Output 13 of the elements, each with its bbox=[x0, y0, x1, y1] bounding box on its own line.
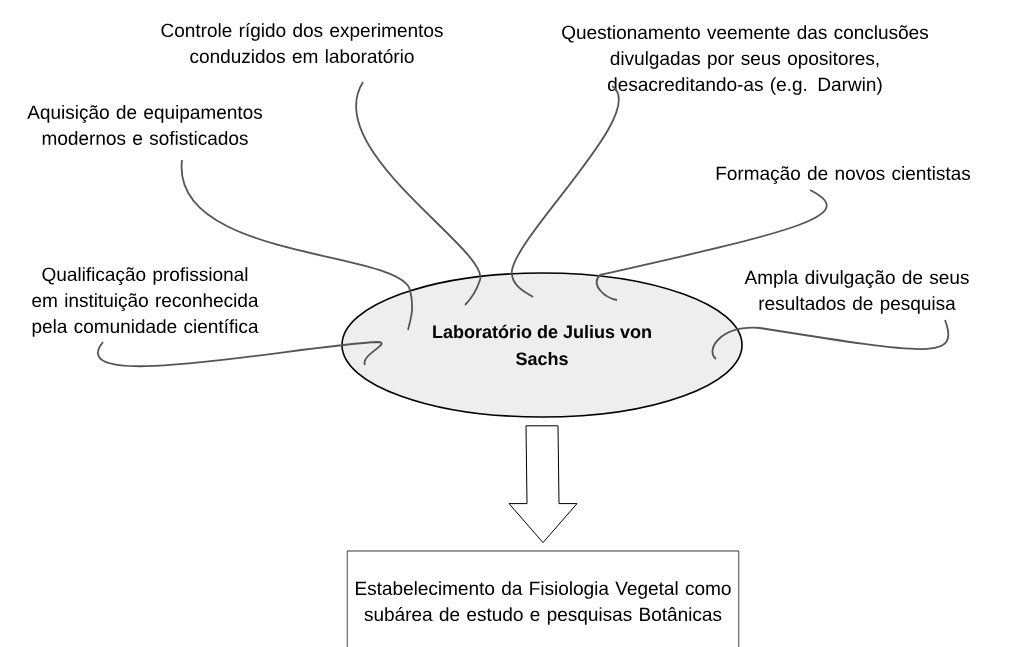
connector-curve bbox=[510, 85, 620, 298]
connector-curve bbox=[595, 189, 828, 301]
factor-text: Controle rígido dos experimentos conduzidos em laboratório bbox=[161, 22, 443, 64]
result-box: Estabelecimento da Fisiologia Vegetal como subárea de estudo e pesquisas Botânicas bbox=[346, 550, 740, 647]
connector-curve bbox=[355, 81, 481, 306]
connector-curve bbox=[711, 319, 950, 360]
factor-text: Questionamento veemente das conclusões divulgadas por seus opositores, desacreditando-as (e.g. Darwin) bbox=[562, 25, 928, 95]
factor-text: Formação de novos cientistas bbox=[716, 166, 971, 184]
connector-curve bbox=[181, 159, 414, 331]
factor-text: Ampla divulgação de seus resultados de pesquisa bbox=[744, 270, 969, 314]
block-arrow bbox=[508, 425, 578, 544]
factor-text: Qualificação profissional em instituição reconhecida pela comunidade científica bbox=[32, 267, 259, 337]
factor-text: Aquisição de equipamentos modernos e sofisticados bbox=[27, 105, 263, 145]
